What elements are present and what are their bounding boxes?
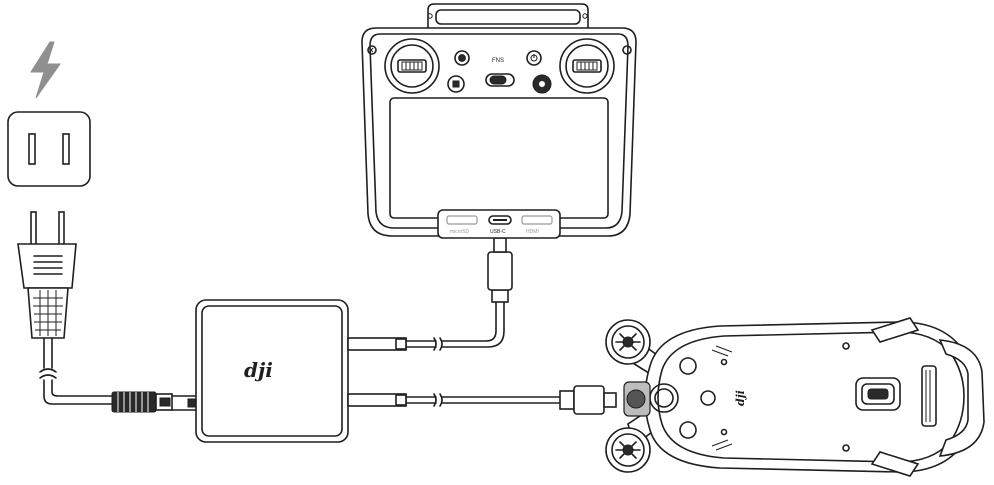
- power-button: [526, 50, 542, 66]
- propeller-rear-left: [605, 319, 651, 365]
- charger-brand-logo: dji: [244, 358, 273, 382]
- drone-cable: [347, 385, 617, 415]
- return-home-button: [454, 50, 470, 66]
- usbc-port-label: USB-C: [490, 229, 506, 235]
- charger-body: dji: [195, 299, 349, 443]
- pause-button: [447, 75, 465, 93]
- flight-mode-switch-label: FNS: [492, 58, 504, 64]
- drone-usbc-port: [623, 381, 651, 417]
- usbc-port: USB-C: [488, 215, 512, 235]
- wall-outlet-icon: [7, 111, 91, 187]
- controller-cable: [347, 237, 513, 351]
- power-plug-icon: [17, 211, 77, 339]
- hdmi-port-label: HDMI: [526, 229, 539, 235]
- microsd-port: microSD: [446, 215, 478, 235]
- microsd-port-label: microSD: [450, 229, 470, 235]
- remote-controller: FNS microSD USB-C HDMI: [361, 3, 637, 239]
- ac-cable: [39, 337, 201, 413]
- controller-screen: [389, 97, 609, 219]
- lightning-icon: [30, 41, 61, 99]
- drone: dji: [605, 317, 985, 477]
- left-control-stick: [384, 38, 440, 94]
- propeller-rear-right: [605, 427, 651, 473]
- five-dimension-button: [532, 74, 552, 94]
- hdmi-port: HDMI: [521, 215, 553, 235]
- flight-mode-switch: FNS: [485, 58, 515, 87]
- drone-brand-logo: dji: [734, 390, 747, 406]
- right-control-stick: [559, 38, 615, 94]
